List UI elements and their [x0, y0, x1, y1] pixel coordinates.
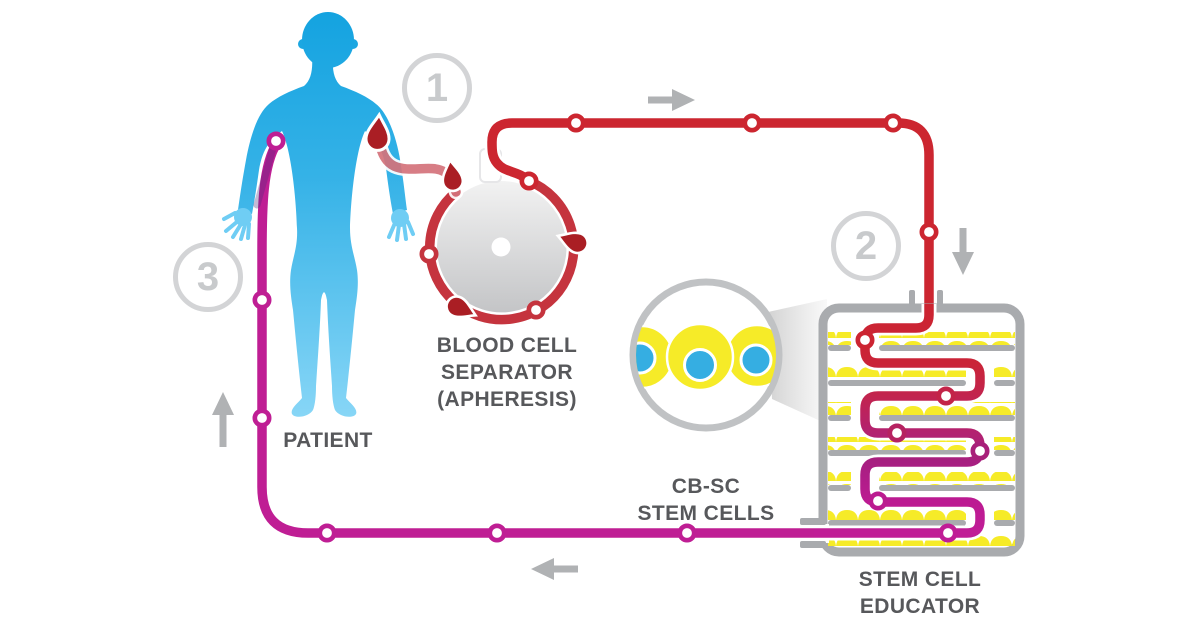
tube-return-line [254, 135, 824, 541]
tube-separator-spiral [422, 173, 581, 327]
flow-arrow-up-icon [212, 392, 234, 447]
connector-node [936, 386, 956, 406]
patient-head [302, 12, 354, 68]
stem-cells-label: CB-SC STEM CELLS [637, 475, 775, 525]
connector-node [887, 423, 907, 443]
connector-node [566, 113, 586, 133]
stem-cell-magnifier [629, 278, 783, 432]
connector-node [519, 171, 539, 191]
connector-node [526, 300, 546, 320]
flow-arrow-right-icon [648, 89, 695, 111]
connector-node [266, 131, 286, 151]
patient-label: PATIENT [283, 429, 373, 452]
connector-node [252, 408, 272, 428]
separator-label: BLOOD CELL SEPARATOR (APHERESIS) [436, 334, 578, 411]
patient-body [238, 56, 407, 417]
connector-node [868, 491, 888, 511]
educator-outlet-port [800, 541, 826, 548]
educator-label: STEM CELL EDUCATOR [858, 568, 982, 618]
educator-inlet-port [937, 290, 943, 309]
step-number: 3 [196, 254, 220, 299]
step-badge-3: 3 [173, 242, 243, 312]
tube-top-line [484, 115, 937, 314]
educator-inlet-port [909, 290, 915, 309]
connector-nodes [252, 113, 990, 543]
patient-hand-left [222, 208, 252, 241]
connector-node [742, 113, 762, 133]
connector-node [317, 523, 337, 543]
flow-arrows [212, 89, 974, 580]
step-number: 1 [425, 65, 449, 110]
separator-hub [491, 237, 511, 257]
patient-arm-vein-left [253, 144, 277, 209]
flow-arrow-left-icon [531, 558, 578, 580]
patient-hand-right [387, 209, 415, 242]
connector-node [677, 523, 697, 543]
patient-figure [222, 12, 415, 417]
step-badge-1: 1 [402, 53, 472, 123]
magnifier-beam [768, 299, 827, 424]
educator-outlet-port [800, 518, 826, 525]
blood-cell-separator [435, 181, 567, 313]
step-number: 2 [854, 223, 878, 268]
connector-node [487, 523, 507, 543]
flow-arrow-down-icon [952, 228, 974, 275]
connector-node [419, 244, 439, 264]
step-badge-2: 2 [831, 211, 901, 281]
connector-node [883, 113, 903, 133]
connector-node [252, 290, 272, 310]
connector-node [938, 523, 958, 543]
connector-node [970, 441, 990, 461]
connector-node [919, 222, 939, 242]
connector-node [855, 330, 875, 350]
